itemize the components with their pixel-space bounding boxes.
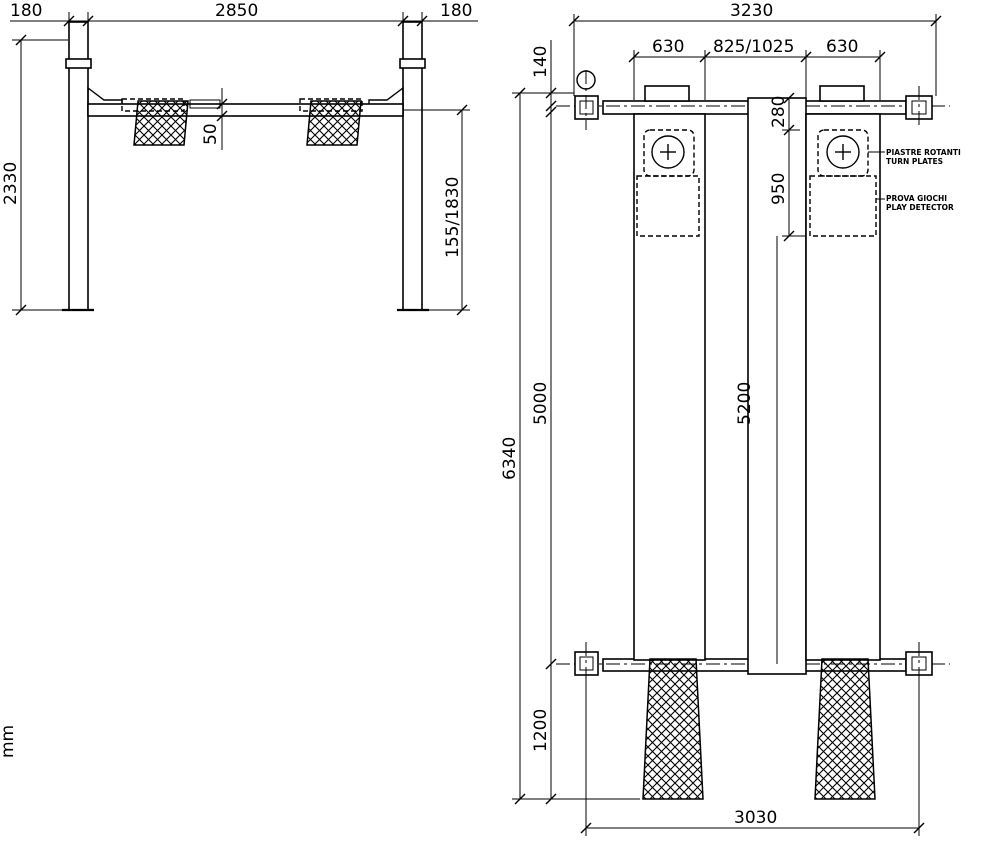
label-turn-plates-en: TURN PLATES [886, 157, 943, 166]
post-top-right [905, 86, 933, 128]
label-play-detector-it: PROVA GIOCHI [886, 194, 947, 203]
front-lift-range-dim [404, 104, 470, 316]
dim-overall-length: 6340 [500, 437, 520, 480]
front-ramp-right [306, 100, 362, 146]
front-ramp-left [133, 100, 189, 146]
front-view: 180 2850 180 2330 50 155/1830 [1, 1, 478, 316]
runway-right [805, 113, 881, 661]
turn-plate-right [817, 129, 869, 177]
dim-lift-height-range: 155/1830 [443, 177, 463, 258]
top-ramp-right [814, 658, 876, 800]
dim-overall-width: 3230 [730, 1, 773, 21]
top-base-width-dim [580, 675, 925, 836]
label-play-detector-en: PLAY DETECTOR [886, 203, 954, 212]
post-top-left [574, 70, 599, 130]
dim-runway-width-right: 630 [826, 37, 858, 57]
post-bottom-left [574, 642, 599, 686]
turn-plate-left [643, 129, 695, 177]
top-view: 3230 630 825/1025 630 140 [500, 1, 961, 836]
dim-left-column-width: 180 [10, 1, 42, 21]
top-width-dim [568, 14, 942, 96]
top-ramp-left [642, 658, 704, 800]
dim-ramp-length: 1200 [531, 709, 551, 752]
front-left-column [62, 21, 94, 312]
dim-inner-span: 2850 [215, 1, 258, 21]
turn-plates-callout: PIASTRE ROTANTI TURN PLATES [868, 148, 961, 166]
label-turn-plates-it: PIASTRE ROTANTI [886, 148, 961, 157]
dim-total-height: 2330 [1, 162, 21, 205]
play-detector-callout: PROVA GIOCHI PLAY DETECTOR [876, 194, 954, 212]
dim-turnplate-length: 950 [769, 173, 789, 205]
top-column-spacing-dim [545, 106, 557, 805]
dim-runway-width-left: 630 [652, 37, 684, 57]
top-runway-dims [628, 50, 886, 100]
dim-runway-length: 5200 [735, 382, 755, 425]
dim-turnplate-offset: 280 [769, 96, 789, 128]
turnplate-dims [782, 92, 806, 242]
dim-column-spacing: 5000 [531, 382, 551, 425]
front-height-dim [12, 34, 68, 316]
front-top-dims [10, 12, 478, 30]
play-detector-right [809, 175, 877, 237]
runway-left [633, 113, 706, 661]
dim-base-width: 3030 [734, 808, 777, 828]
front-thickness-dim [216, 88, 228, 150]
play-detector-left [636, 175, 700, 237]
dim-right-column-width: 180 [440, 1, 472, 21]
front-right-column [397, 21, 429, 312]
dim-platform-thickness: 50 [201, 123, 221, 145]
top-length-dim [512, 87, 640, 805]
dim-top-offset: 140 [531, 46, 551, 78]
margin-note: mm [0, 725, 18, 758]
dim-runway-gap: 825/1025 [713, 37, 794, 57]
